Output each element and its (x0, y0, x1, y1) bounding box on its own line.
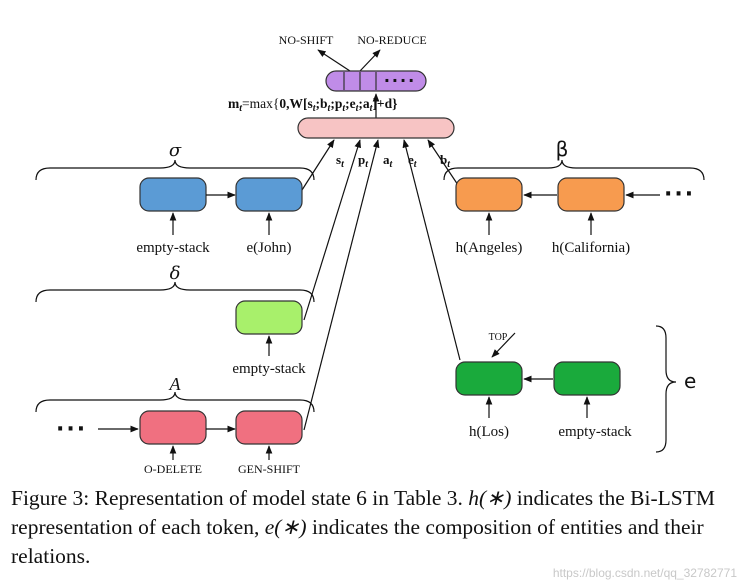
top-label: TOP (489, 332, 508, 343)
caption-prefix: Figure 3: Representation of model state … (11, 486, 469, 510)
e-cell-h-los (455, 361, 523, 396)
a-label-0: O-DELETE (144, 462, 202, 476)
beta-label-0: h(Angeles) (456, 240, 523, 256)
a-label-1: GEN-SHIFT (238, 462, 301, 476)
delta-label-0: empty-stack (232, 361, 306, 377)
a-cell-o-delete (139, 410, 207, 445)
delta-brace (35, 281, 315, 303)
beta-cell-h-angeles (455, 177, 523, 212)
model-state-diagram: NO-SHIFT NO-REDUCE ···· mt=max{0,W[st;bt… (35, 33, 705, 476)
top-arrow (491, 332, 516, 358)
a-symbol: A (169, 374, 182, 394)
s-arrow (301, 139, 335, 191)
sigma-cell-empty-stack (139, 177, 207, 212)
a-cell-gen-shift (235, 410, 303, 445)
input-a: at (383, 152, 394, 170)
formula-mt: mt=max{0,W[st;bt;pt;et;at]+d} (228, 96, 397, 114)
caption-h: h(∗) (468, 486, 512, 510)
no-reduce-label: NO-REDUCE (357, 33, 426, 47)
e-arrow (402, 139, 461, 361)
sigma-label-1: e(John) (247, 240, 292, 256)
sigma-brace (35, 159, 315, 181)
beta-cell-h-california (557, 177, 625, 212)
delta-cell-empty-stack (235, 300, 303, 335)
input-b: bt (440, 152, 451, 170)
figure-caption: Figure 3: Representation of model state … (11, 484, 736, 571)
sigma-cell-e-john (235, 177, 303, 212)
hidden-layer-m (297, 117, 455, 139)
output-lstm-dots: ···· (384, 71, 416, 90)
delta-symbol: δ (170, 263, 181, 284)
beta-symbol: β (556, 137, 569, 161)
caption-e: e(∗) (264, 515, 307, 539)
beta-dots: ··· (664, 182, 695, 207)
input-labels: st pt at et bt (336, 152, 451, 170)
no-shift-label: NO-SHIFT (279, 33, 334, 47)
caption-middle: indicates the Bi-LSTM representation of … (11, 486, 721, 539)
e-label-1: empty-stack (558, 424, 632, 440)
e-label-0: h(Los) (469, 424, 509, 440)
e-symbol: e (684, 369, 696, 393)
arrow-to-no-shift (317, 49, 351, 72)
input-s: st (336, 152, 345, 170)
a-brace (35, 391, 315, 413)
e-brace (655, 325, 677, 453)
input-p: pt (358, 152, 369, 170)
watermark: https://blog.csdn.net/qq_32782771 (552, 566, 737, 580)
input-e: et (408, 152, 418, 170)
sigma-symbol: σ (169, 140, 182, 161)
b-arrow (427, 139, 459, 186)
e-cell-empty-stack (553, 361, 621, 396)
arrow-to-no-reduce (359, 49, 381, 72)
caption-suffix: indicates the composition of entities an… (11, 515, 710, 568)
sigma-label-0: empty-stack (136, 240, 210, 256)
output-lstm: ···· (325, 70, 427, 92)
p-arrow (303, 139, 361, 321)
beta-label-1: h(California) (552, 240, 630, 256)
beta-brace (443, 159, 705, 181)
a-dots: ··· (56, 417, 87, 442)
a-arrow (303, 139, 380, 431)
